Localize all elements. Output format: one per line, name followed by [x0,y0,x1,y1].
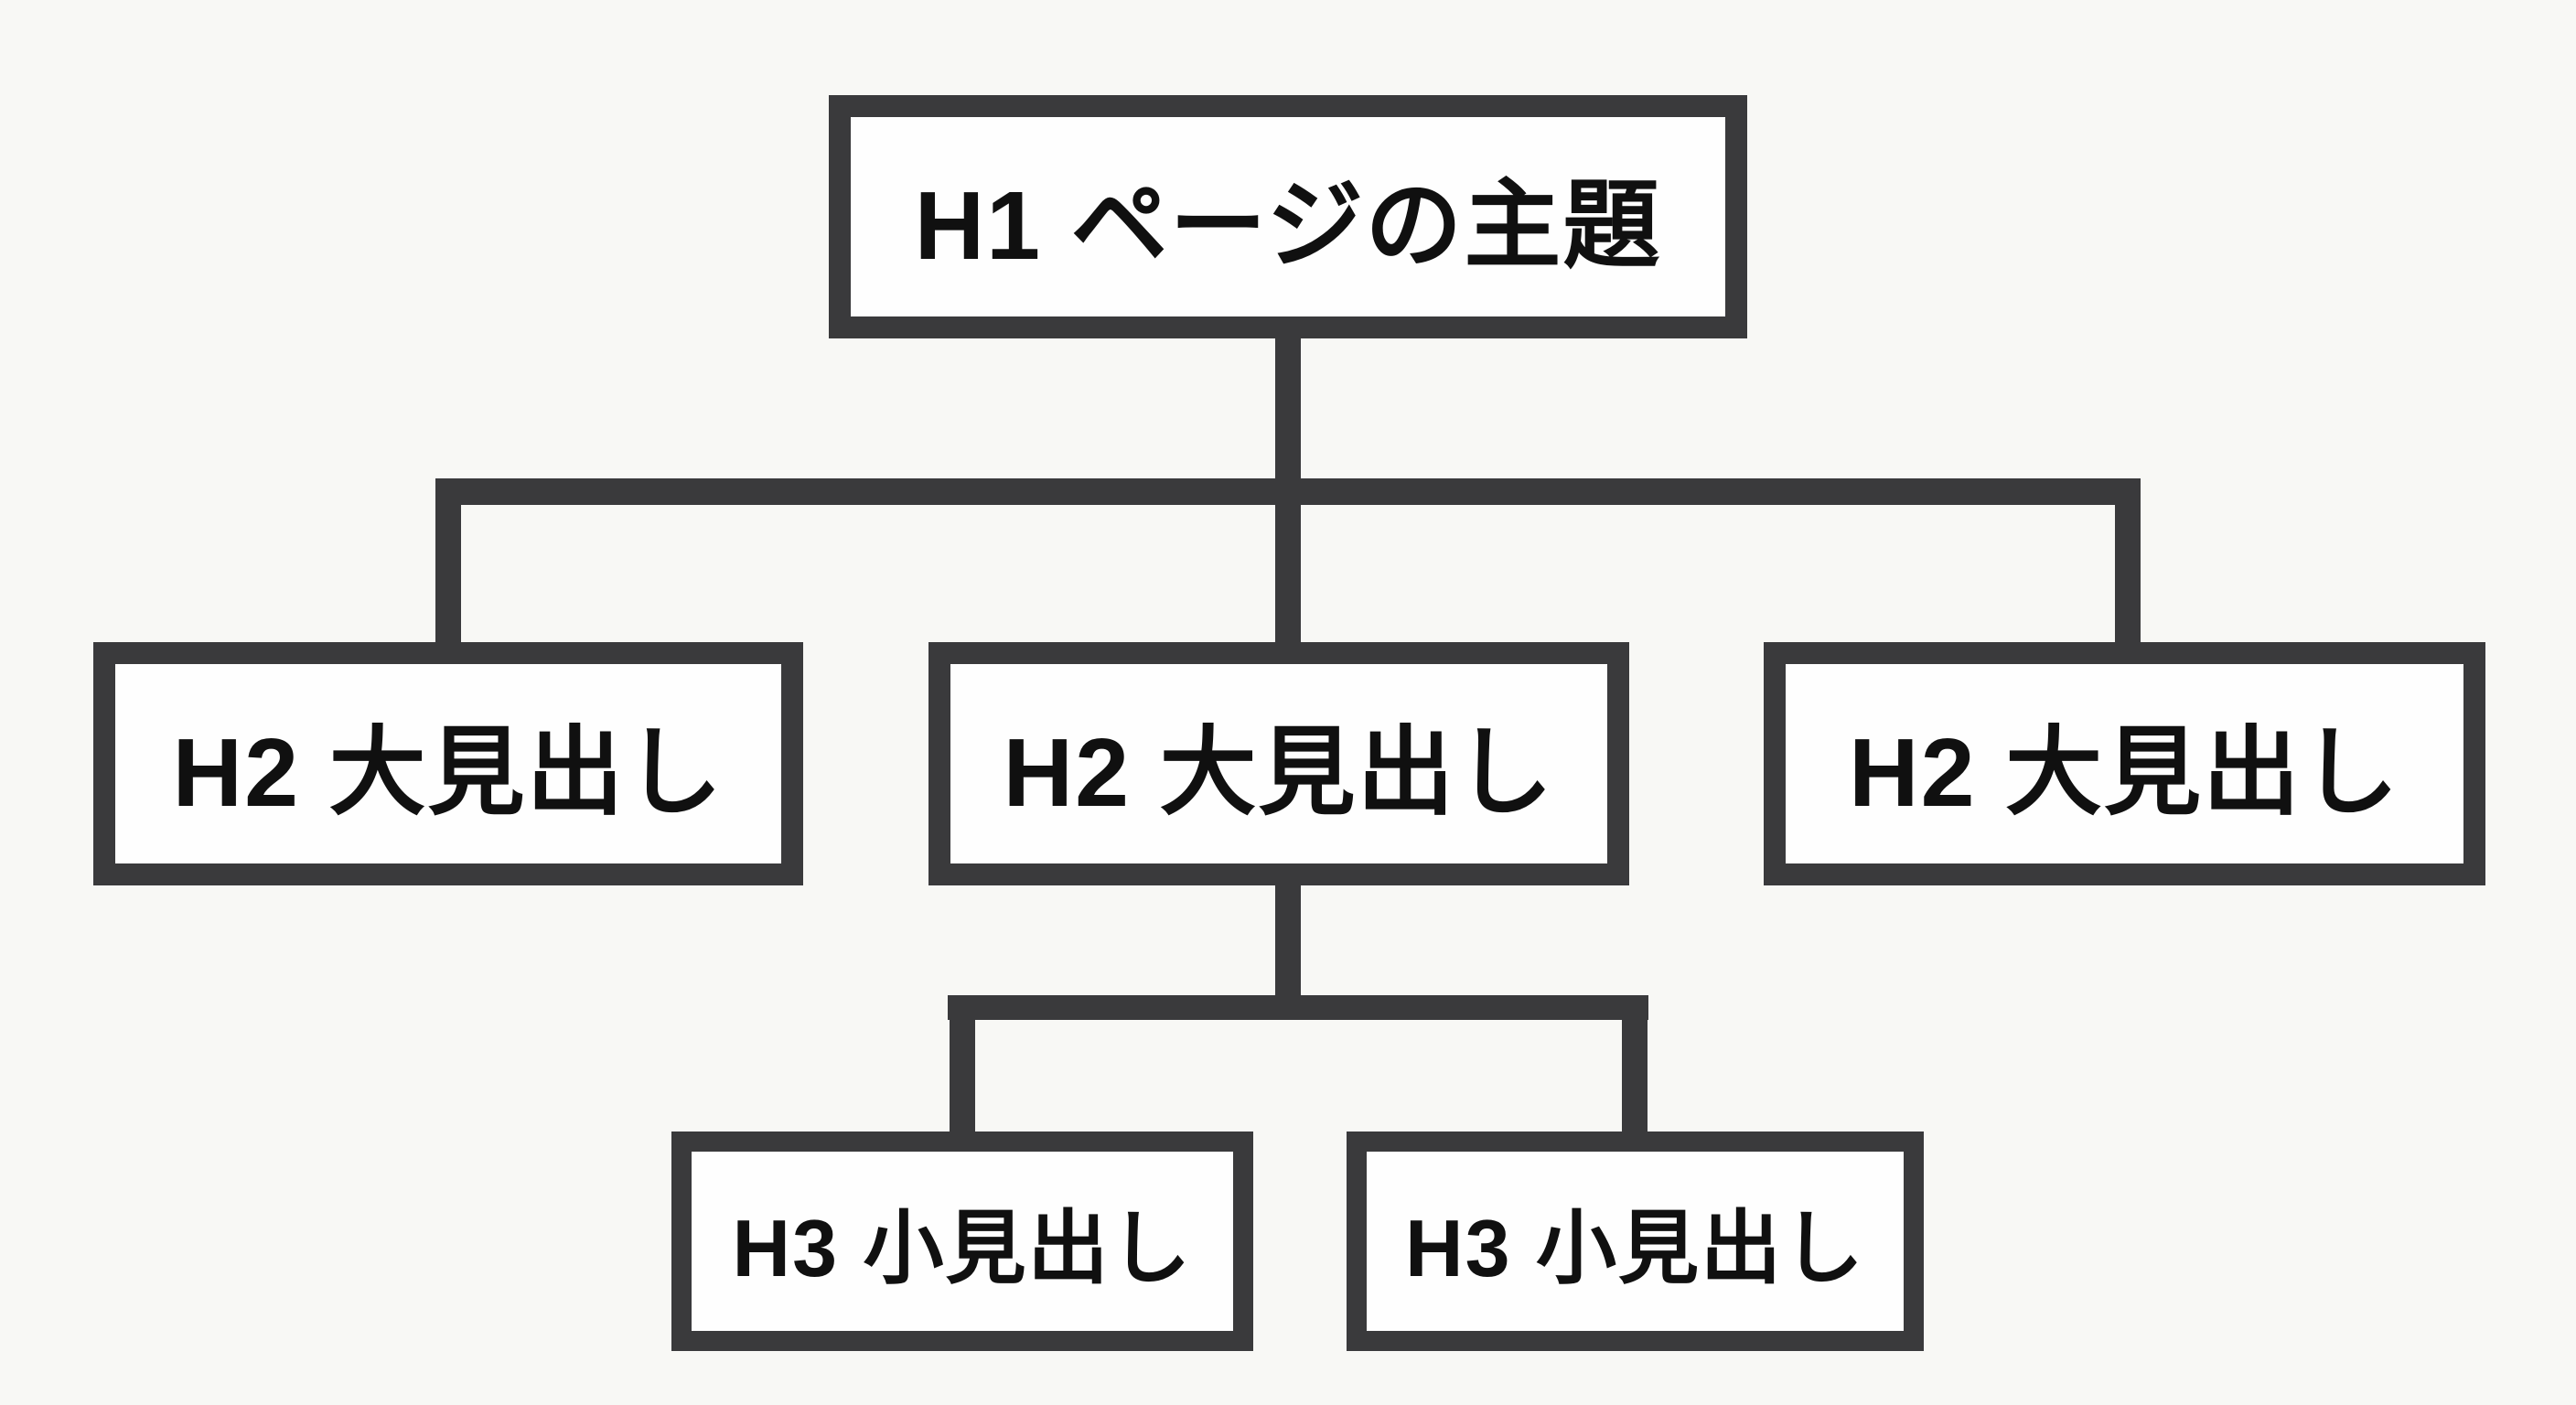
edge-h1-children-horizontal-bar [435,478,2141,505]
edge-to-h2-left-vertical [435,478,461,645]
node-h2-left: H2 大見出し [93,642,803,885]
edge-to-h2-right-vertical [2115,478,2141,645]
node-h2-right-label: H2 大見出し [1849,719,2400,827]
node-h3-right-label: H3 小見出し [1405,1202,1865,1293]
node-h3-left-label: H3 小見出し [732,1202,1193,1293]
node-h3-left: H3 小見出し [671,1132,1253,1351]
edge-to-h3-right-vertical [1622,995,1648,1133]
node-h3-right: H3 小見出し [1347,1132,1924,1351]
node-h1-label: H1 ページの主題 [914,172,1662,280]
node-h2-center: H2 大見出し [928,642,1629,885]
node-h2-right: H2 大見出し [1764,642,2485,885]
edge-to-h3-left-vertical [950,995,975,1133]
edge-h2-children-horizontal-bar [948,995,1648,1020]
node-h1-page-topic: H1 ページの主題 [829,95,1747,338]
node-h2-left-label: H2 大見出し [172,719,724,827]
node-h2-center-label: H2 大見出し [1003,719,1555,827]
